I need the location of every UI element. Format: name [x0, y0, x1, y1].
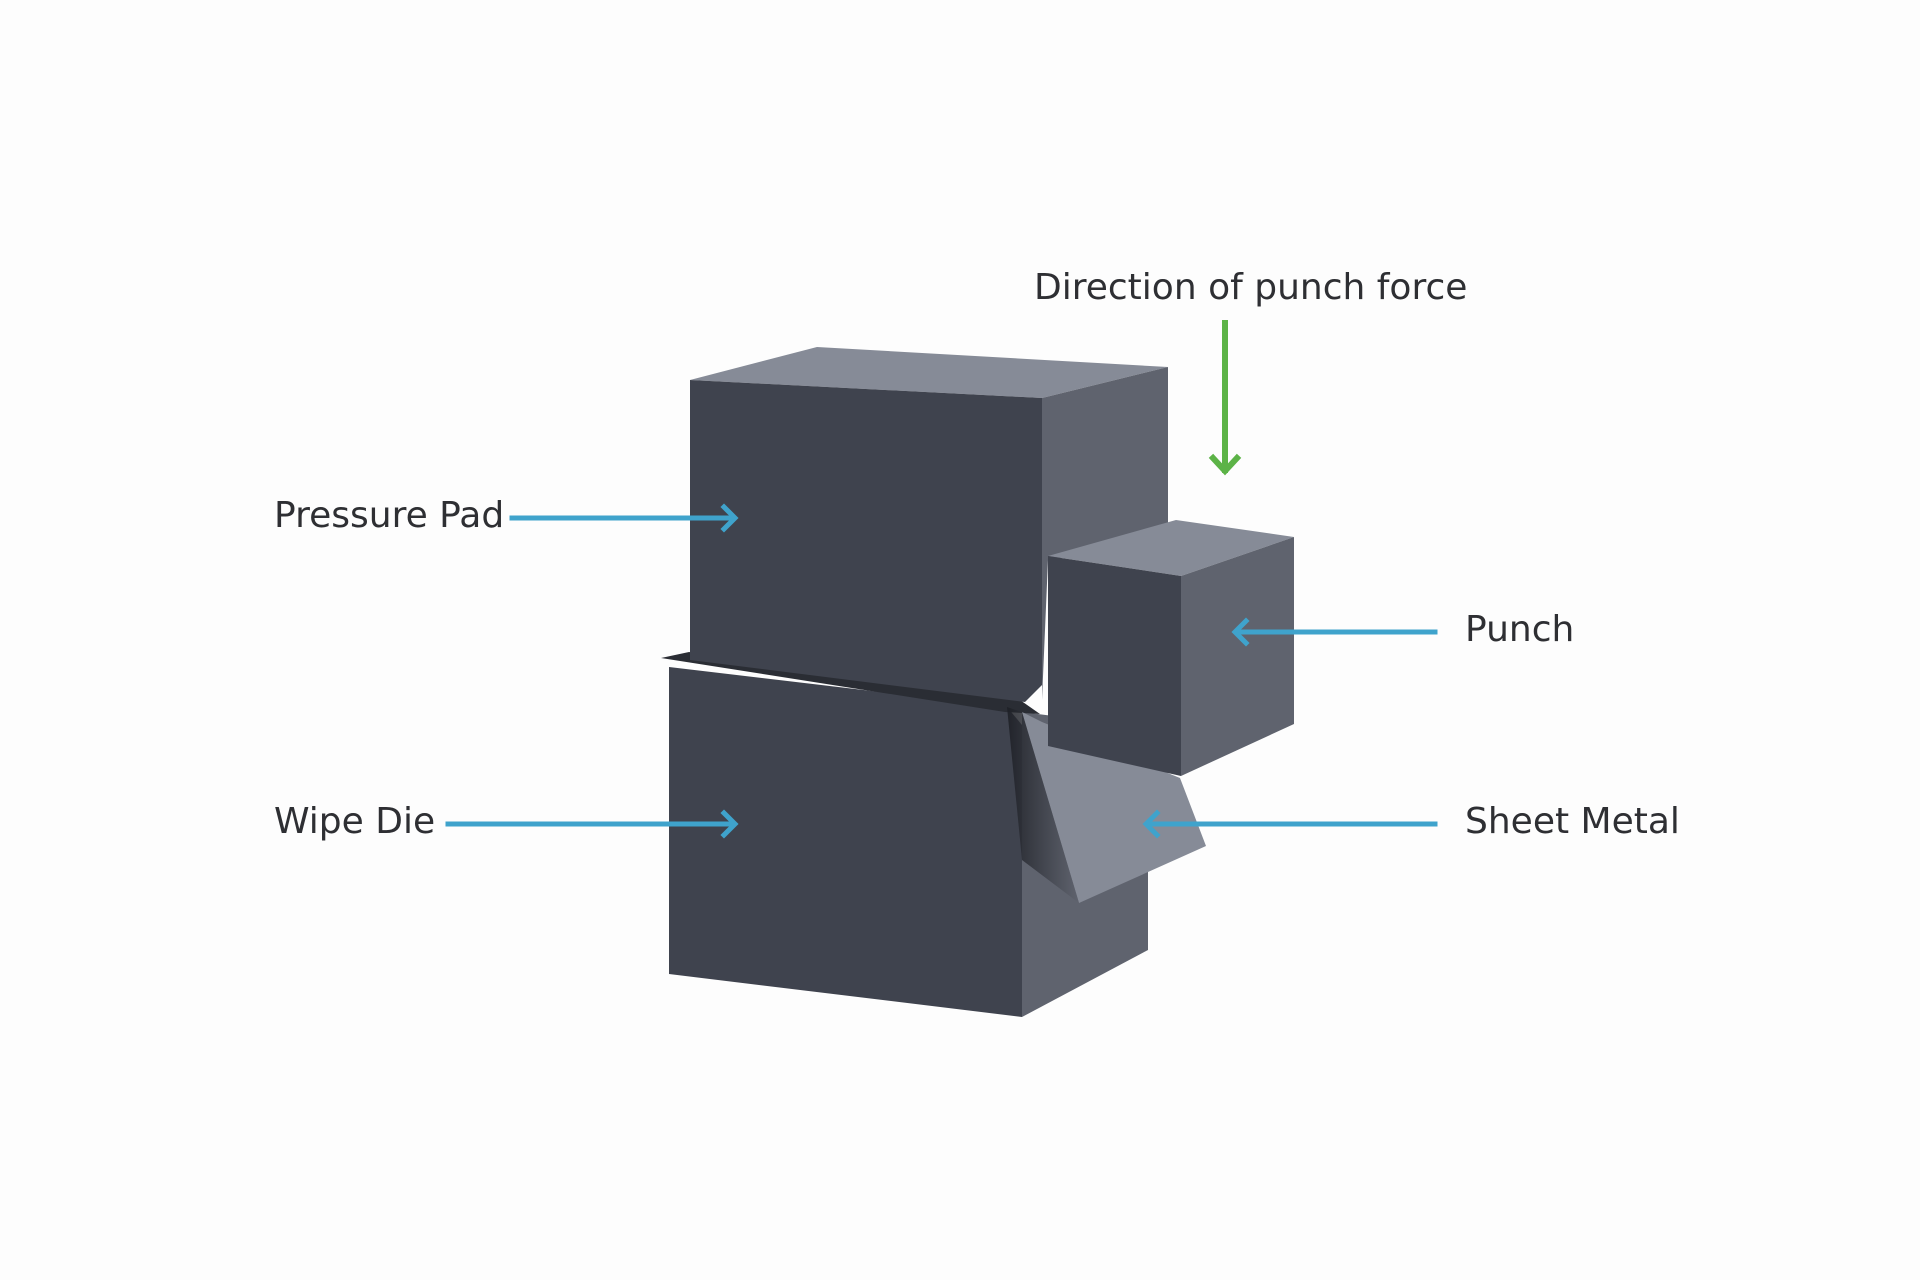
punch-side-face — [1181, 537, 1294, 776]
punch — [1048, 520, 1294, 776]
sheet-metal-arrow-icon — [1142, 809, 1438, 839]
sheet-metal-label: Sheet Metal — [1465, 801, 1680, 842]
pressure-pad-top-face — [690, 347, 1168, 398]
pressure-pad-label: Pressure Pad — [274, 495, 505, 536]
pressure-pad — [690, 347, 1168, 702]
punch-arrow-icon — [1231, 617, 1438, 647]
wipe-die-arrow-icon — [445, 809, 739, 839]
punch-label: Punch — [1465, 609, 1575, 650]
sheet-metal-bent-flange — [1022, 712, 1206, 903]
wipe-die-label: Wipe Die — [274, 801, 436, 842]
pressure-pad-front-face — [690, 380, 1042, 702]
sheet-metal-bend-shadow — [1007, 707, 1079, 903]
pressure-pad-side-face — [1042, 367, 1168, 700]
direction-of-punch-force-label: Direction of punch force — [1034, 267, 1468, 308]
arrow-down-icon — [1208, 320, 1242, 476]
wipe-die-front-face — [669, 667, 1022, 1017]
punch-top-face — [1048, 520, 1294, 576]
punch-front-face — [1048, 556, 1181, 776]
pressure-pad-arrow-icon — [509, 503, 739, 533]
